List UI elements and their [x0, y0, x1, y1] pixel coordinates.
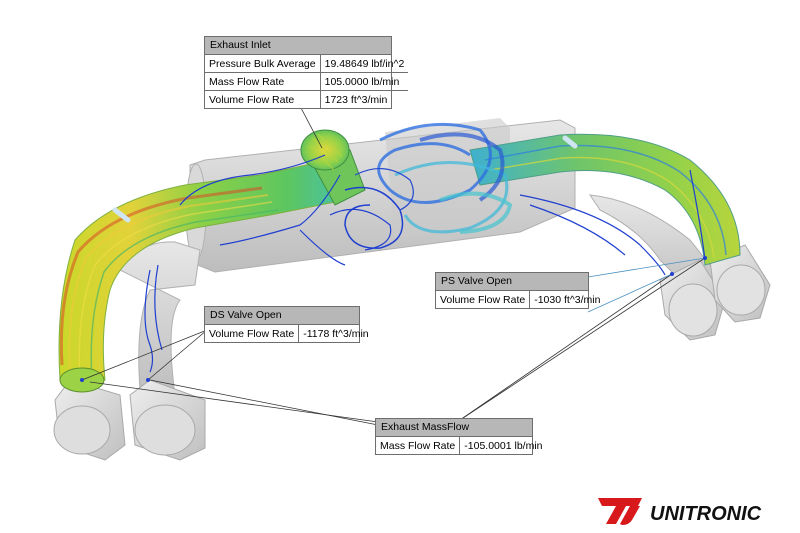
- probe-title: PS Valve Open: [436, 273, 588, 291]
- probe-title: DS Valve Open: [205, 307, 359, 325]
- left-flow-pipe: [58, 159, 346, 393]
- table-row: Mass Flow Rate -105.0001 lb/min: [376, 437, 547, 454]
- table-row: Volume Flow Rate -1178 ft^3/min: [205, 325, 373, 342]
- probe-label: Volume Flow Rate: [209, 327, 295, 340]
- probe-title: Exhaust MassFlow: [376, 419, 532, 437]
- probe-title: Exhaust Inlet: [205, 37, 391, 55]
- probe-value: 19.48649 lbf/in^2: [319, 55, 409, 73]
- probe-value: 105.0000 lb/min: [319, 72, 409, 91]
- probe-value: 1723 ft^3/min: [319, 90, 409, 108]
- ds-valve-probe: DS Valve Open Volume Flow Rate -1178 ft^…: [204, 306, 373, 343]
- ps-valve-probe: PS Valve Open Volume Flow Rate -1030 ft^…: [435, 272, 605, 309]
- leader-lines: [81, 105, 706, 426]
- probe-label: Volume Flow Rate: [205, 90, 321, 108]
- exhaust-tips: [53, 244, 771, 461]
- logo-wordmark: UNITRONIC: [650, 503, 762, 525]
- probe-value: -105.0001 lb/min: [459, 437, 547, 454]
- table-row: Volume Flow Rate 1723 ft^3/min: [205, 90, 409, 108]
- probe-value: -1030 ft^3/min: [529, 291, 605, 308]
- table-row: Volume Flow Rate -1030 ft^3/min: [436, 291, 605, 308]
- muffler-vortex-streamlines: [329, 122, 513, 251]
- exhaust-massflow-probe: Exhaust MassFlow Mass Flow Rate -105.000…: [375, 418, 547, 455]
- probe-label: Mass Flow Rate: [205, 72, 321, 91]
- probe-label: Volume Flow Rate: [440, 293, 526, 306]
- table-row: Pressure Bulk Average 19.48649 lbf/in^2: [205, 55, 409, 73]
- exhaust-inlet-probe: Exhaust Inlet Pressure Bulk Average 19.4…: [204, 36, 409, 109]
- probe-label: Mass Flow Rate: [380, 439, 456, 452]
- probe-markers: [80, 256, 707, 382]
- probe-label: Pressure Bulk Average: [209, 57, 316, 70]
- probe-value: -1178 ft^3/min: [298, 325, 373, 342]
- unitronic-emblem-icon: [598, 498, 642, 525]
- right-flow-pipe: [469, 133, 741, 266]
- thin-streamlines: [144, 154, 706, 373]
- table-row: Mass Flow Rate 105.0000 lb/min: [205, 72, 409, 91]
- unitronic-logo: UNITRONIC: [598, 498, 762, 525]
